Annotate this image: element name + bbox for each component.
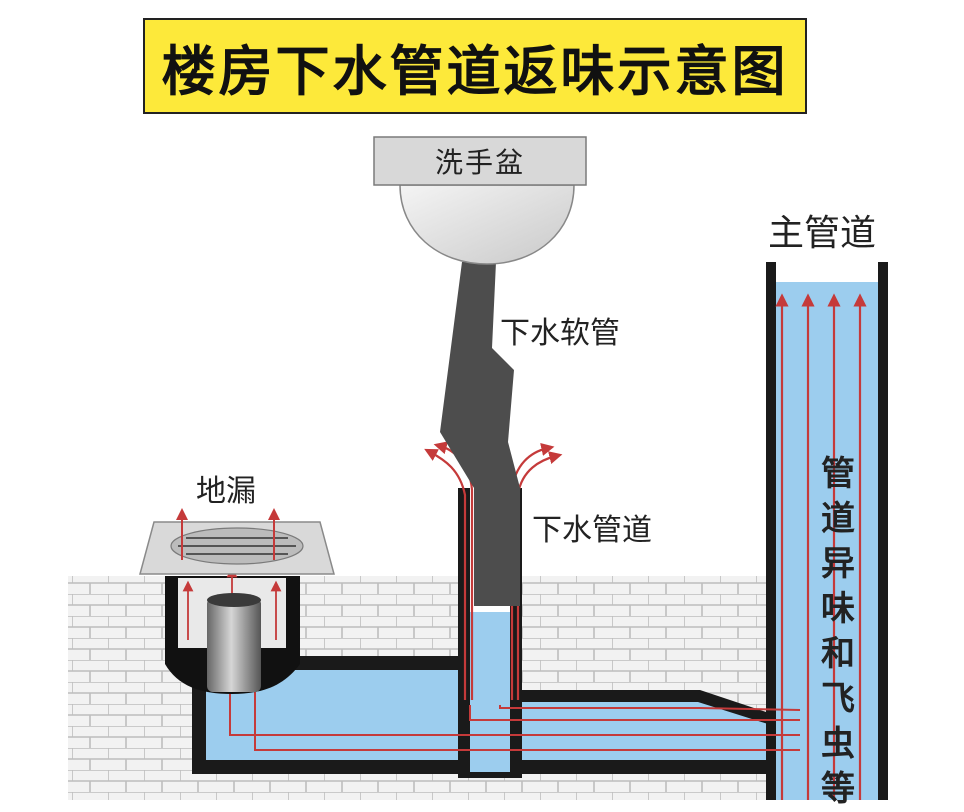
sink-label: 洗手盆	[434, 146, 525, 179]
odor-arrows-main	[775, 293, 867, 800]
soft-hose	[440, 262, 520, 606]
floor-drain-trap	[207, 598, 261, 692]
main-pipe-top-gap	[776, 262, 878, 282]
floor-drain-grate-slots	[178, 537, 296, 555]
drain-pipe-label: 下水管道	[532, 513, 652, 548]
odor-note-label: 管道异味和飞虫等	[821, 454, 855, 809]
diagram-title: 楼房下水管道返味示意图	[161, 39, 789, 103]
title-banner: 楼房下水管道返味示意图	[143, 18, 807, 114]
brick-wall-left	[68, 576, 172, 800]
floor-drain-label: 地漏	[196, 474, 256, 509]
floor-drain-trap-top	[207, 593, 261, 607]
soft-hose-label: 下水软管	[500, 316, 620, 351]
sink-rim	[373, 136, 587, 186]
sink-basin	[399, 184, 575, 265]
drain-pipe-water-level	[470, 612, 510, 772]
odor-arrows-floor-drain	[176, 508, 280, 560]
main-pipe-label: 主管道	[768, 213, 877, 254]
odor-arrows-horizontal	[229, 690, 801, 751]
